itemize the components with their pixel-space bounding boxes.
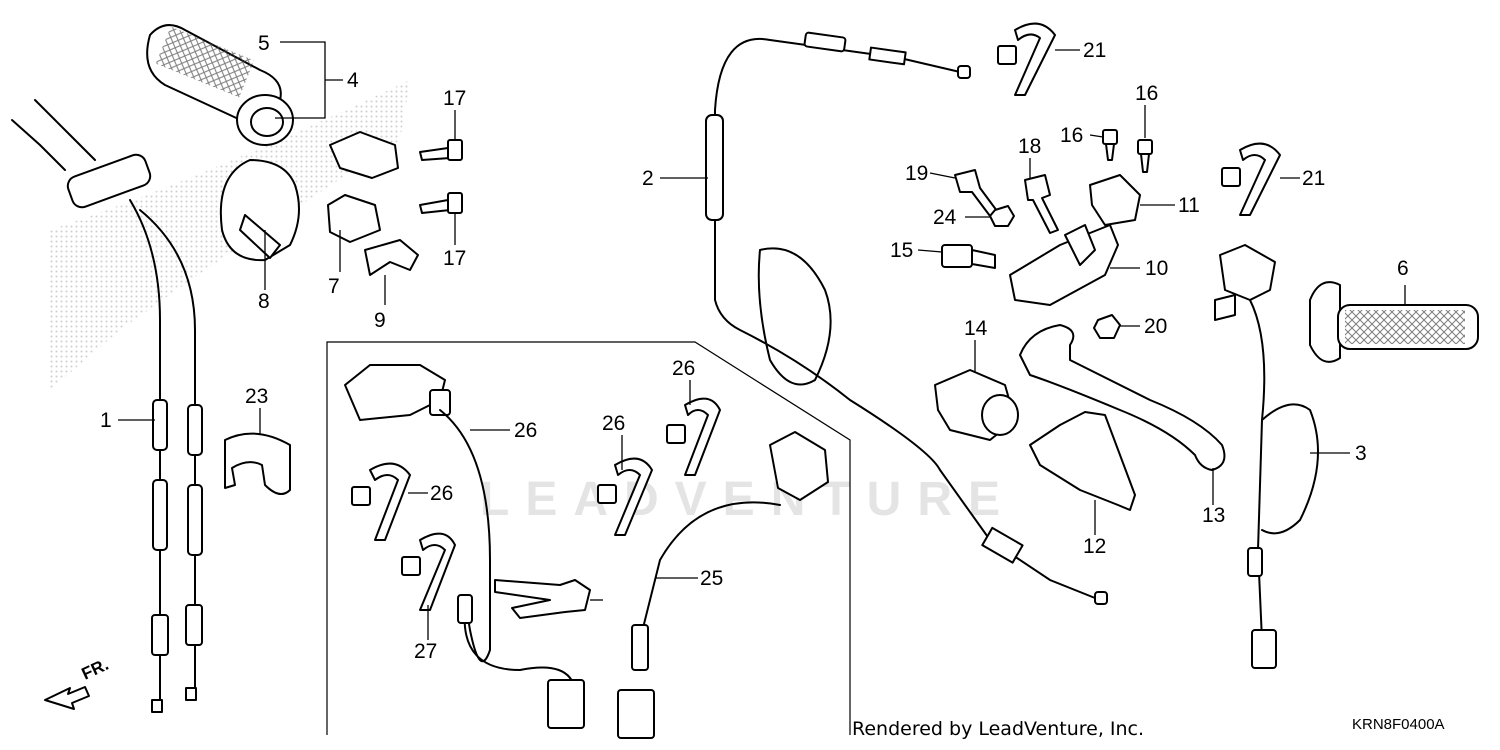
callout-8: 8 [258,290,270,313]
callout-25: 26 [514,419,537,442]
callout-14: 14 [964,317,988,340]
part-17-bolts [419,139,463,214]
callout-18: 18 [1018,135,1041,158]
direction-label: FR. [79,655,112,684]
callout-21-lower: 21 [1302,167,1325,190]
front-direction-arrow: FR. [44,655,112,710]
callout-23: 24 [933,206,957,229]
inset-box [326,341,851,735]
callout-17-lower: 17 [443,247,466,270]
callout-15: 15 [890,239,913,262]
part-6-left-grip [1309,281,1479,363]
callout-10: 10 [1145,257,1168,280]
part-12-lever-guard [1029,411,1136,511]
part-21-wire-clamps [997,22,1281,216]
part-3-kill-switch [1214,244,1319,669]
part-24-switch-harness [617,431,829,739]
part-16-bolts [1102,129,1153,173]
callout-26-d: 27 [414,640,437,663]
part-11-clamp [1089,174,1141,226]
part-15-switch [941,244,996,269]
part-26-wire-clamps [351,397,721,611]
callout-numbers: 5 4 17 17 8 7 9 23 1 2 21 21 16 16 18 19… [100,32,1409,663]
callout-19: 19 [905,162,928,185]
callout-22: 23 [245,385,268,408]
part-20-nut [1093,314,1121,339]
callout-1: 1 [100,409,112,432]
part-13-clutch-lever [1019,324,1226,471]
callout-21-upper: 21 [1083,39,1106,62]
part-8-throttle-housing [219,159,300,262]
part-27-band-clip [494,579,591,619]
leadventure-watermark: LEADVENTURE [480,473,1017,526]
callout-16-left: 16 [1060,124,1083,147]
leader-lines [118,41,1406,640]
callout-26-c: 26 [672,357,695,380]
part-23-nut [989,205,1015,227]
callout-6: 6 [1397,257,1409,280]
callout-4: 4 [347,69,359,92]
callout-12: 12 [1083,535,1106,558]
part-7-housing-clamp [327,131,399,243]
callout-26-a: 26 [430,482,453,505]
diagram-code: KRN8F0400A [1352,716,1445,733]
callout-9: 9 [374,309,386,332]
callout-16-right: 16 [1135,82,1158,105]
part-2-clutch-cable [705,31,1108,605]
callout-11: 11 [1178,194,1200,217]
part-10-lever-holder [1009,224,1119,306]
part-14-adjuster [934,369,1019,441]
part-18-pivot-bolt [1024,174,1059,234]
part-9-insert [364,239,419,276]
render-credit: Rendered by LeadVenture, Inc. [852,718,1145,740]
callout-20: 20 [1144,315,1167,338]
callout-17-upper: 17 [443,87,466,110]
part-1-throttle-cables [11,99,203,713]
part-4-throttle-grip-assembly [146,24,294,146]
callout-5: 5 [258,32,270,55]
callout-26-b: 26 [602,412,625,435]
callout-3: 3 [1355,442,1367,465]
callout-24: 25 [700,567,723,590]
part-25-switch-harness [344,364,585,729]
part-22-band [224,432,291,495]
callout-13: 13 [1202,504,1225,527]
callout-7: 7 [328,275,340,298]
callout-2: 2 [642,167,654,190]
